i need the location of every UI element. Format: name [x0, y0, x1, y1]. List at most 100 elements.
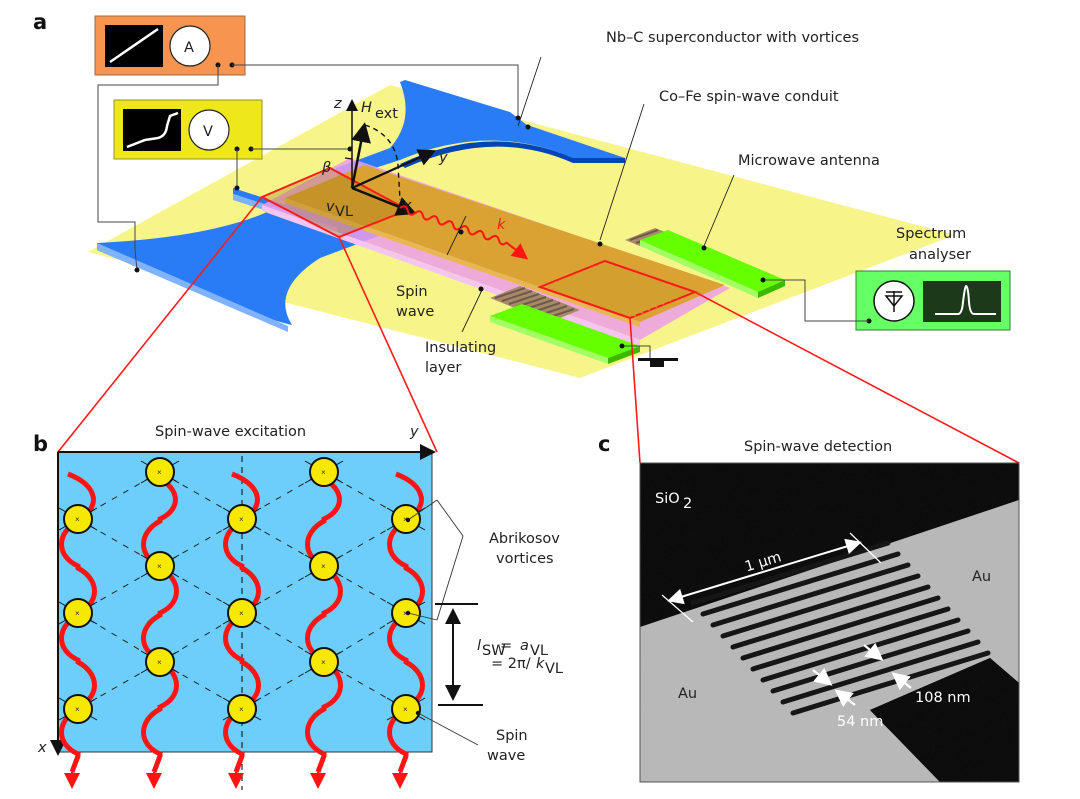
width-arrows — [812, 642, 912, 708]
vortices-label-1: Abrikosov — [489, 531, 560, 547]
formula-l: l — [477, 638, 481, 654]
vortex: × — [304, 551, 344, 581]
ground-symbol — [638, 358, 678, 367]
conduit-label: Co–Fe spin-wave conduit — [659, 89, 839, 105]
svg-text:×: × — [157, 562, 162, 571]
vortex: × — [222, 598, 262, 628]
vortex: × — [304, 457, 344, 487]
v-vl-subscript: VL — [335, 204, 353, 220]
svg-text:×: × — [321, 658, 326, 667]
svg-text:×: × — [75, 609, 80, 618]
svg-text:×: × — [403, 515, 408, 524]
au-left-label: Au — [678, 686, 697, 702]
svg-text:×: × — [75, 515, 80, 524]
vortex: × — [304, 647, 344, 677]
formula-k-sub: VL — [545, 661, 563, 677]
spectrum-graph — [923, 281, 1001, 322]
vortex: × — [58, 694, 98, 724]
spin-wave-label-b-1: Spin — [496, 728, 528, 744]
spin-wave — [141, 471, 179, 773]
svg-text:×: × — [239, 609, 244, 618]
zoom-lines — [57, 196, 1020, 464]
vortex: × — [386, 694, 426, 724]
svg-text:×: × — [321, 468, 326, 477]
panel-b: b Spin-wave excitation y x ×××××××××××××… — [33, 424, 563, 790]
sio2-label: SiO — [655, 491, 680, 507]
microwave-antenna-top — [640, 230, 785, 298]
vortex: × — [58, 598, 98, 628]
vortices-label-2: vortices — [496, 551, 554, 567]
vortex: × — [140, 551, 180, 581]
h-ext-label: H — [361, 100, 372, 116]
finger-period-label: 108 nm — [915, 690, 971, 706]
spectrum-analyser-box — [855, 270, 1011, 331]
axis-z-label: z — [333, 96, 342, 112]
spin-wave-label-b-2: wave — [487, 748, 525, 764]
formula-eq: = — [500, 638, 512, 654]
spin-wave-label-2: wave — [396, 304, 434, 320]
formula-a-sub: VL — [530, 643, 548, 659]
h-ext-subscript: ext — [375, 106, 398, 122]
svg-text:×: × — [157, 658, 162, 667]
panel-label-c: c — [598, 432, 610, 456]
voltmeter-box: V — [113, 99, 263, 160]
vortex: × — [386, 504, 426, 534]
svg-text:×: × — [403, 609, 408, 618]
wavevector-k-label: k — [497, 217, 506, 233]
spin-wave — [305, 471, 343, 773]
panel-b-title: Spin-wave excitation — [155, 424, 306, 440]
spectrum-analyser-label-2: analyser — [909, 247, 971, 263]
abrikosov-vortices: × × × × × × × × × × × × × × × — [58, 457, 426, 724]
panel-label-b: b — [33, 432, 48, 456]
vortex: × — [222, 694, 262, 724]
svg-text:×: × — [75, 705, 80, 714]
coordinate-axes — [344, 99, 437, 216]
axis-labels: z H ext y x β v VL k — [321, 96, 506, 233]
spin-wave-squiggle — [399, 205, 529, 260]
vortex: × — [140, 647, 180, 677]
panel-b-axis-x: x — [37, 740, 47, 756]
lattice-period-dimension — [435, 603, 483, 706]
formula-2pi: = 2π/ — [491, 656, 531, 672]
ammeter-label: A — [184, 40, 194, 56]
sem-image — [640, 463, 1019, 782]
finger-width-label: 54 nm — [837, 714, 883, 730]
ammeter-icon — [169, 25, 211, 67]
svg-text:×: × — [157, 468, 162, 477]
vortex: × — [58, 504, 98, 534]
formula-k: k — [536, 656, 545, 672]
antenna-label: Microwave antenna — [738, 153, 880, 169]
svg-text:×: × — [321, 562, 326, 571]
panel-b-axis-y: y — [409, 424, 419, 440]
ammeter-box: A — [94, 15, 246, 76]
formula-l-sub: SW — [482, 643, 506, 659]
formula-a: a — [520, 638, 529, 654]
scale-bar — [661, 532, 882, 623]
svg-text:×: × — [403, 705, 408, 714]
sio2-subscript: 2 — [683, 496, 692, 512]
v-vl-label: v — [326, 199, 335, 215]
voltmeter-icon — [188, 109, 230, 151]
lattice-period-formula: l SW = a VL = 2π/ k VL — [477, 638, 563, 677]
insulating-layer-label-1: Insulating — [425, 340, 496, 356]
voltmeter-label: V — [203, 124, 213, 140]
spectrum-analyser-label-1: Spectrum — [896, 226, 966, 242]
spin-wave-label-1: Spin — [396, 284, 428, 300]
axis-y-label: y — [438, 150, 448, 166]
insulating-layer-label-2: layer — [425, 360, 461, 376]
panel-label-a: a — [33, 10, 47, 34]
svg-text:×: × — [239, 515, 244, 524]
panel-c-title: Spin-wave detection — [744, 439, 892, 455]
vortex: × — [222, 504, 262, 534]
superconductor-label: Nb–C superconductor with vortices — [606, 30, 859, 46]
panel-c: c Spin-wave detection SiO 2 Au Au 1 µm 5… — [598, 432, 1020, 783]
vortex: × — [140, 457, 180, 487]
au-right-label: Au — [972, 569, 991, 585]
leader-lines — [446, 56, 735, 333]
beta-angle-label: β — [321, 160, 331, 176]
wiring — [97, 64, 869, 358]
svg-text:×: × — [239, 705, 244, 714]
panel-a: a — [33, 10, 1020, 464]
axis-x-label: x — [402, 198, 412, 214]
